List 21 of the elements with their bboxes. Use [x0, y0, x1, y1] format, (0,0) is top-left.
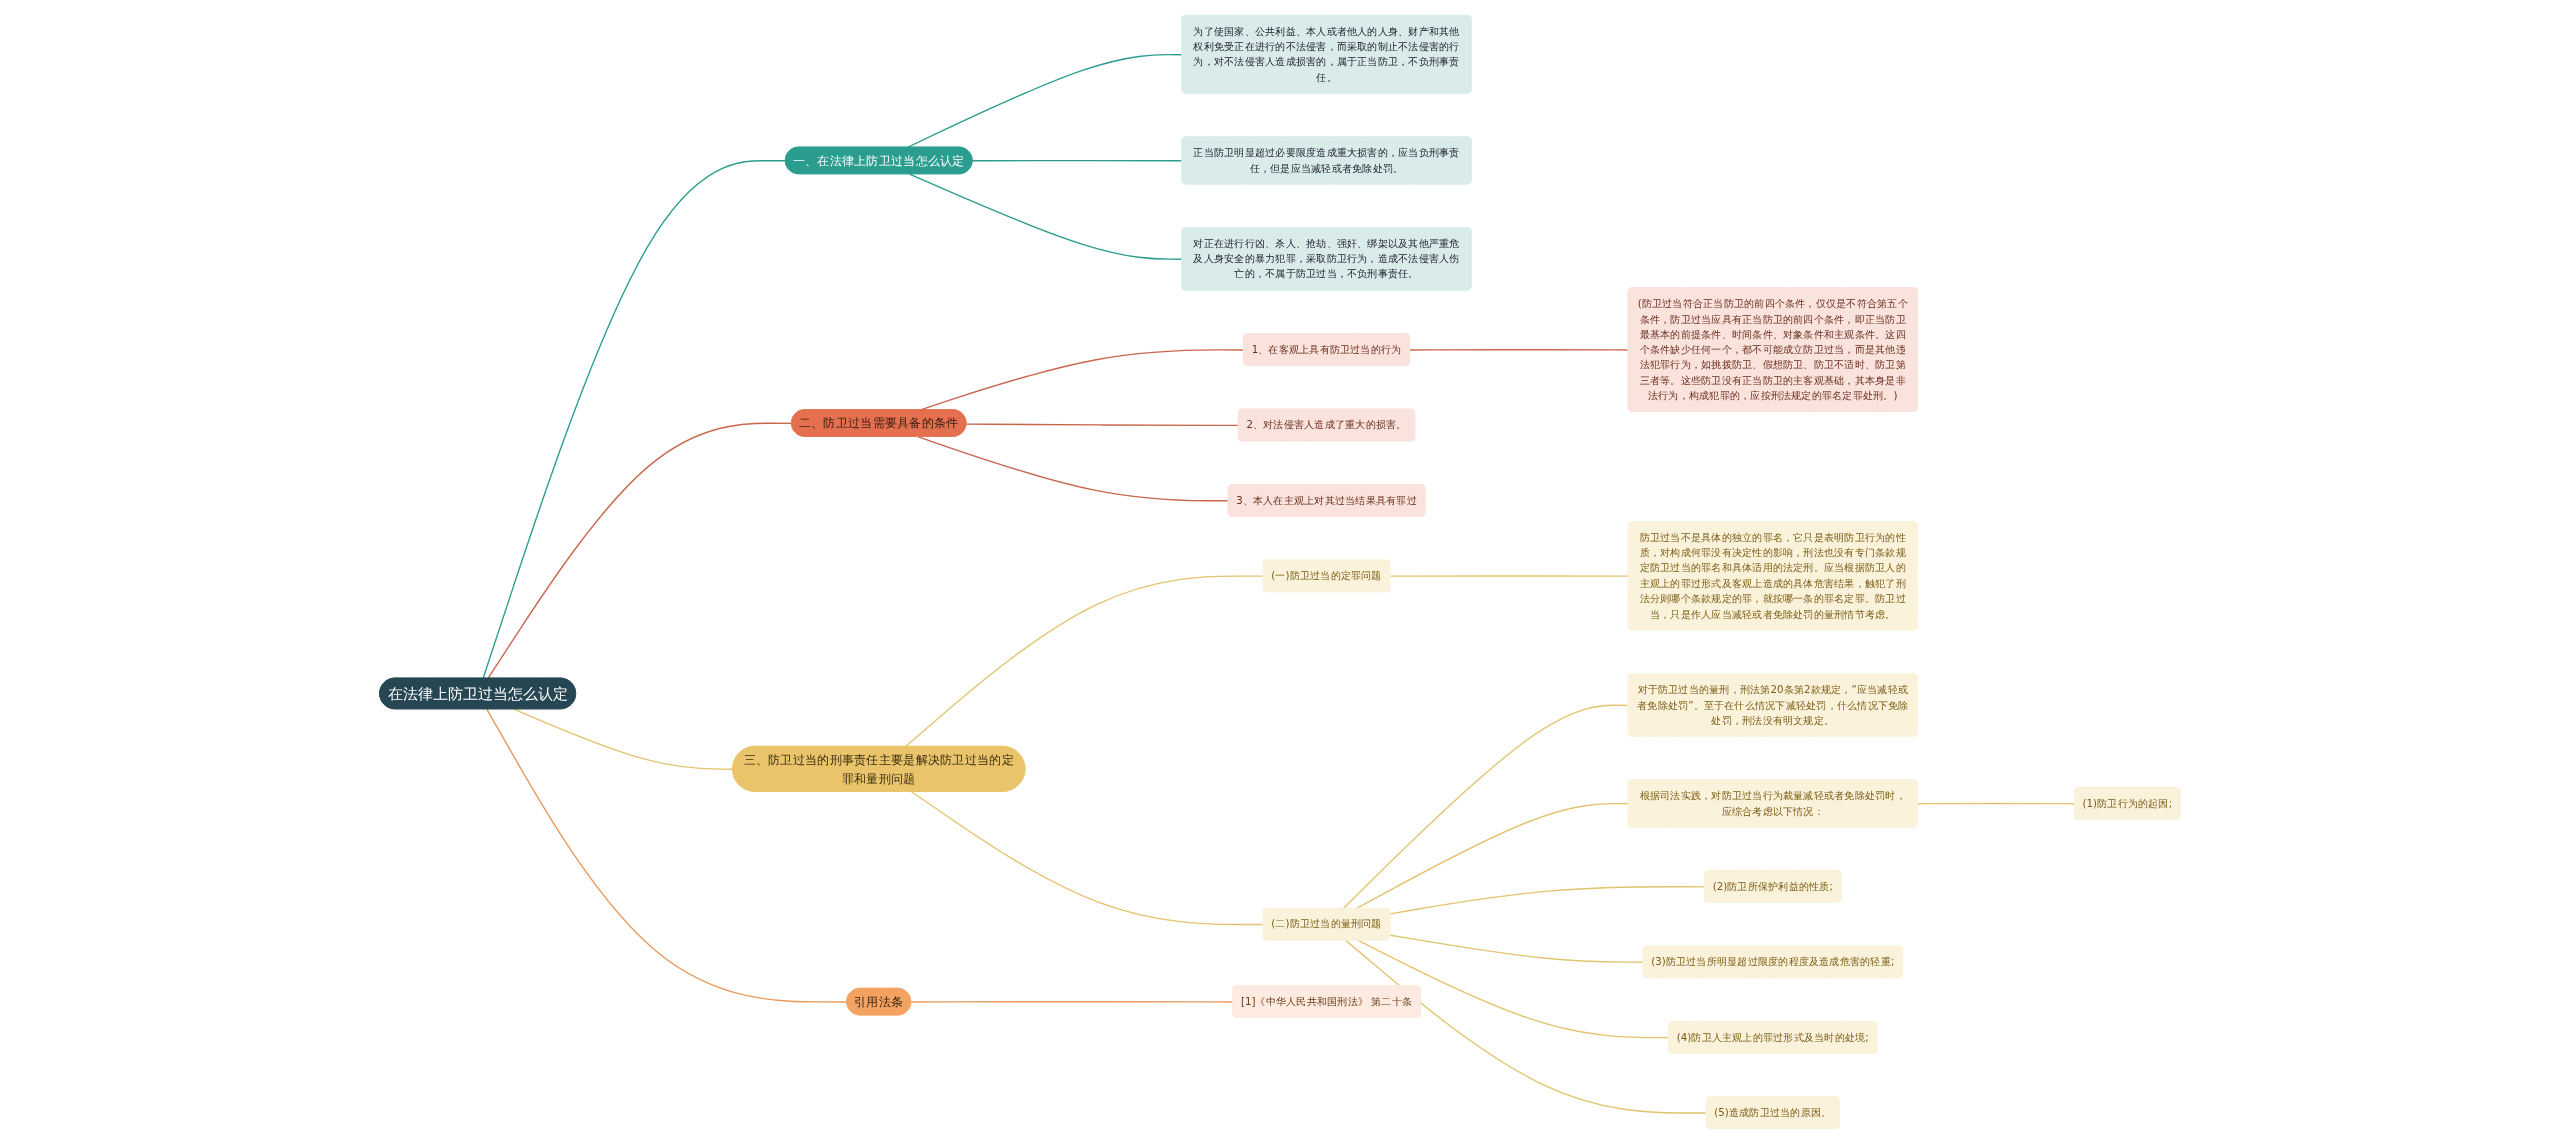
connector [1342, 704, 1630, 910]
connector [1409, 349, 1630, 351]
connector [482, 160, 787, 680]
connector [513, 708, 734, 770]
connector [911, 791, 1265, 926]
connector [1389, 934, 1645, 963]
connector [906, 53, 1183, 149]
connector [1355, 803, 1630, 910]
connector [904, 575, 1265, 748]
connector [1357, 939, 1670, 1039]
connector [1389, 886, 1706, 915]
connector [1344, 939, 1708, 1114]
connector [487, 422, 793, 680]
connector [971, 159, 1183, 162]
connector [1917, 802, 2076, 805]
connector [908, 173, 1183, 260]
connector [965, 423, 1240, 427]
connector [917, 435, 1230, 502]
connector [910, 1001, 1234, 1003]
connector [486, 708, 848, 1003]
connector [1389, 575, 1630, 577]
